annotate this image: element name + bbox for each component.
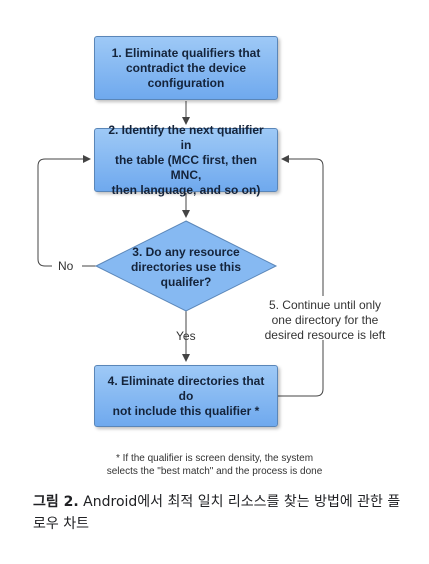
no-label: No	[58, 259, 74, 273]
connectors	[37, 101, 324, 397]
step1-line3: configuration	[147, 75, 225, 90]
loop-note-line2: one directory for the	[271, 313, 379, 327]
caption-label: 그림 2.	[33, 494, 79, 510]
footnote: * If the qualifier is screen density, th…	[0, 452, 429, 478]
step4-line2: not include this qualifier *	[112, 403, 260, 418]
step1-box: 1. Eliminate qualifiers that contradict …	[94, 36, 278, 100]
step1-line1: 1. Eliminate qualifiers that	[111, 45, 261, 60]
arrow-continue-loop	[276, 159, 324, 397]
loop-note-line3: desired resource is left	[264, 328, 386, 342]
step2-line1: 2. Identify the next qualifier in	[108, 122, 264, 152]
step3-line2: directories use this	[130, 260, 242, 274]
step1-line2: contradict the device	[125, 60, 247, 75]
figure-caption: 그림 2. Android에서 최적 일치 리소스를 찾는 방법에 관한 플로우…	[33, 491, 408, 535]
loop-note-line1: 5. Continue until only	[268, 298, 382, 312]
step4-box: 4. Eliminate directories that do not inc…	[94, 365, 278, 427]
yes-label: Yes	[176, 329, 196, 343]
step2-box: 2. Identify the next qualifier in the ta…	[94, 123, 278, 197]
step3-line1: 3. Do any resource	[132, 245, 240, 259]
flowchart: 1. Eliminate qualifiers that contradict …	[0, 36, 429, 478]
loop-note: 5. Continue until only one directory for…	[260, 298, 390, 343]
step4-line1: 4. Eliminate directories that do	[107, 373, 265, 403]
step3-line3: qualifer?	[160, 275, 212, 289]
step3-text: 3. Do any resource directories use this …	[116, 245, 256, 290]
arrow-no-loop	[37, 159, 96, 267]
footnote-line1: * If the qualifier is screen density, th…	[115, 453, 314, 464]
caption-text: Android에서 최적 일치 리소스를 찾는 방법에 관한 플로우 차트	[33, 494, 401, 532]
step2-line2: the table (MCC first, then MNC,	[114, 152, 257, 182]
step2-line3: then language, and so on)	[111, 182, 261, 197]
decision-diamond	[94, 220, 278, 312]
footnote-line2: selects the "best match" and the process…	[106, 466, 323, 477]
